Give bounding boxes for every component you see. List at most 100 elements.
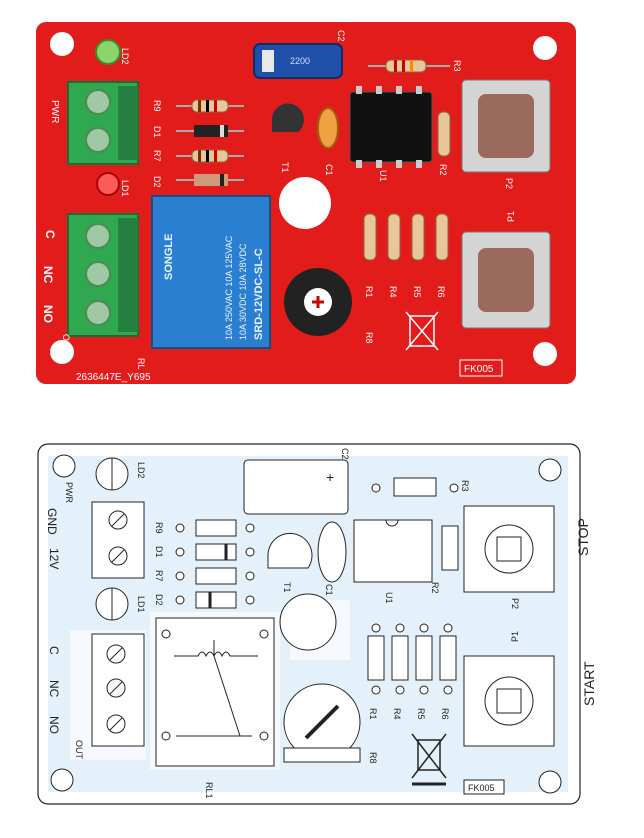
layout-terminal-output bbox=[91, 633, 145, 747]
center-hole bbox=[279, 177, 331, 229]
layout-r7-label: R7 bbox=[154, 570, 164, 582]
photo-p2-label: P2 bbox=[504, 178, 514, 189]
layout-r3-label: R3 bbox=[460, 480, 470, 492]
photo-r4-label: R4 bbox=[388, 286, 398, 298]
layout-t1-label: T1 bbox=[282, 582, 292, 593]
photo-ld2-label: LD2 bbox=[120, 48, 130, 65]
layout-c1-label: C1 bbox=[324, 584, 334, 596]
photo-relay-brand: SONGLE bbox=[163, 234, 175, 280]
photo-d2 bbox=[176, 174, 244, 186]
layout-u1-label: U1 bbox=[384, 592, 394, 604]
photo-nc-label: NC bbox=[41, 266, 55, 284]
layout-stop-switch bbox=[463, 505, 555, 593]
layout-relay bbox=[155, 617, 275, 767]
photo-c2: 2200 bbox=[253, 43, 343, 79]
layout-r6-label: R6 bbox=[440, 708, 450, 720]
layout-gnd-label: GND bbox=[45, 508, 59, 535]
layout-r-array bbox=[367, 623, 457, 695]
layout-r1-label: R1 bbox=[368, 708, 378, 720]
layout-board-id-box bbox=[463, 779, 505, 795]
layout-r7 bbox=[175, 567, 255, 585]
pcb-photo: LD2 LD1 PWR C NC NO OUT R9 bbox=[36, 22, 595, 384]
photo-d2-label: D2 bbox=[152, 176, 162, 188]
photo-r8-label: R8 bbox=[364, 332, 374, 344]
photo-r6-label: R6 bbox=[436, 286, 446, 298]
layout-hole-tl bbox=[52, 454, 76, 478]
photo-u1 bbox=[349, 86, 433, 168]
terminal-block-power bbox=[67, 81, 139, 165]
photo-serial: 2636447E_Y695 bbox=[76, 372, 151, 383]
layout-c2-label: C2 bbox=[340, 448, 350, 460]
photo-board-id: FK005 bbox=[464, 364, 494, 375]
mount-hole-tr bbox=[533, 36, 557, 60]
layout-d1 bbox=[175, 543, 255, 561]
photo-t1-label: T1 bbox=[280, 162, 290, 173]
layout-c1 bbox=[317, 521, 347, 583]
layout-r4-label: R4 bbox=[392, 708, 402, 720]
photo-c2-label: C2 bbox=[336, 30, 346, 42]
layout-board-id: FK005 bbox=[468, 783, 495, 793]
photo-r2-label: R2 bbox=[438, 164, 448, 176]
photo-d1 bbox=[176, 125, 244, 137]
photo-out-label: OUT bbox=[61, 334, 71, 354]
photo-t1 bbox=[271, 103, 304, 132]
layout-r9-label: R9 bbox=[154, 522, 164, 534]
photo-u1-label: U1 bbox=[378, 170, 388, 182]
layout-12v-label: 12V bbox=[47, 548, 61, 569]
layout-r8-trimmer bbox=[283, 683, 361, 763]
photo-relay: SONGLE 10A 250VAC 10A 125VAC 10A 30VDC 1… bbox=[151, 195, 271, 349]
layout-p2-label: P2 bbox=[510, 598, 520, 609]
mount-hole-bl bbox=[50, 340, 74, 364]
led-ld2 bbox=[95, 39, 121, 65]
layout-nc-label: NC bbox=[47, 680, 61, 698]
layout-p1-label: P1 bbox=[510, 631, 520, 642]
photo-r9-label: R9 bbox=[152, 100, 162, 112]
layout-out-label: OUT bbox=[74, 740, 84, 760]
photo-stop-switch bbox=[461, 79, 551, 173]
photo-relay-model: SRD-12VDC-SL-C bbox=[253, 248, 265, 340]
pcb-layout-diagram: LD2 LD1 PWR GND 12V C NC NO OUT R9 D1 R7 bbox=[37, 443, 597, 805]
photo-c-label: C bbox=[43, 230, 57, 239]
photo-r8-trimmer bbox=[284, 268, 352, 336]
layout-ld2-label: LD2 bbox=[136, 462, 146, 479]
layout-rl1-label: RL1 bbox=[204, 782, 214, 799]
layout-center-hole bbox=[279, 593, 337, 651]
layout-r9 bbox=[175, 519, 255, 537]
photo-board-id-box bbox=[459, 359, 503, 377]
svg-text:2200: 2200 bbox=[290, 56, 310, 66]
photo-r-array bbox=[363, 213, 449, 261]
photo-r5-label: R5 bbox=[412, 286, 422, 298]
led-ld1 bbox=[96, 172, 120, 196]
layout-no-label: NO bbox=[47, 716, 61, 734]
terminal-block-output bbox=[67, 213, 139, 337]
photo-stop-label: STOP bbox=[573, 96, 589, 134]
photo-r9 bbox=[176, 99, 244, 113]
mount-hole-tl bbox=[50, 32, 74, 56]
layout-r5-label: R5 bbox=[416, 708, 426, 720]
photo-pwr-label: PWR bbox=[49, 100, 60, 123]
photo-relay-spec1: 10A 250VAC 10A 125VAC bbox=[224, 235, 234, 340]
photo-start-switch bbox=[461, 231, 551, 329]
layout-ld1-label: LD1 bbox=[136, 596, 146, 613]
layout-t1 bbox=[267, 532, 313, 569]
layout-hole-bl bbox=[50, 768, 74, 792]
layout-start-switch bbox=[463, 655, 555, 747]
photo-ld1-label: LD1 bbox=[120, 180, 130, 197]
layout-d2 bbox=[175, 591, 255, 609]
photo-r1-label: R1 bbox=[364, 286, 374, 298]
photo-d1-label: D1 bbox=[152, 126, 162, 138]
layout-stop-label: STOP bbox=[575, 518, 591, 556]
layout-terminal-power bbox=[91, 501, 145, 579]
layout-c-label: C bbox=[47, 646, 61, 655]
photo-p1-label: P1 bbox=[506, 211, 516, 222]
layout-r2 bbox=[441, 525, 459, 571]
layout-d2-label: D2 bbox=[154, 594, 164, 606]
photo-relay-spec2: 10A 30VDC 10A 28VDC bbox=[238, 243, 248, 340]
photo-r3-label: R3 bbox=[452, 60, 462, 72]
layout-weee-icon bbox=[411, 733, 447, 786]
photo-rl-label: RL bbox=[136, 358, 146, 370]
photo-c1 bbox=[317, 107, 339, 149]
photo-weee-icon bbox=[405, 311, 439, 351]
mount-hole-br bbox=[533, 342, 557, 366]
